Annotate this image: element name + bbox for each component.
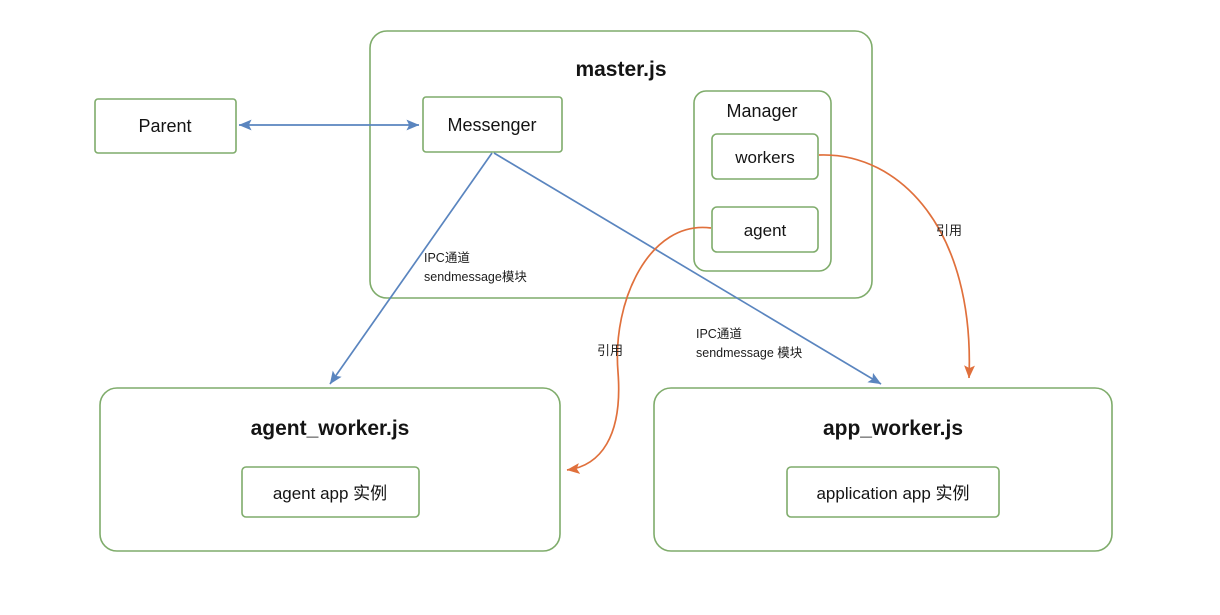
- messenger-box: [422, 96, 563, 153]
- agent-label: agent: [744, 221, 787, 240]
- edge-label-ipc2-line2: sendmessage 模块: [696, 346, 803, 360]
- node-parent[interactable]: Parent: [94, 98, 237, 154]
- agent-box: [711, 206, 819, 253]
- edge-agent-agent-worker: [566, 226, 712, 474]
- master-js-title: master.js: [575, 58, 666, 81]
- edge-label-messenger-app-worker: IPC通道 sendmessage 模块: [696, 327, 803, 360]
- parent-label: Parent: [138, 116, 191, 136]
- workers-label: workers: [734, 148, 795, 167]
- agent-app-instance-box: [241, 466, 420, 518]
- agent-worker-title: agent_worker.js: [251, 417, 410, 440]
- node-messenger[interactable]: Messenger: [422, 96, 563, 153]
- edge-label-workers-reference: 引用: [936, 223, 962, 238]
- edge-messenger-app-worker: [493, 152, 882, 385]
- application-app-instance-box: [786, 466, 1000, 518]
- app-worker-title: app_worker.js: [823, 417, 963, 440]
- node-agent[interactable]: agent: [711, 206, 819, 253]
- manager-label: Manager: [726, 101, 797, 121]
- edge-label-ipc-line2: sendmessage模块: [424, 270, 527, 284]
- edge-label-ipc2-line1: IPC通道: [696, 327, 742, 341]
- node-app-worker-js[interactable]: app_worker.js application app 实例: [653, 387, 1113, 552]
- edge-label-messenger-agent-worker: IPC通道 sendmessage模块: [424, 251, 527, 284]
- edge-messenger-agent-worker: [329, 152, 493, 385]
- edge-workers-app-worker: [818, 154, 975, 379]
- messenger-label: Messenger: [447, 115, 536, 135]
- edge-label-ipc-line1: IPC通道: [424, 251, 470, 265]
- workers-box: [711, 133, 819, 180]
- node-agent-app-instance[interactable]: agent app 实例: [241, 466, 420, 518]
- node-workers[interactable]: workers: [711, 133, 819, 180]
- parent-box: [94, 98, 237, 154]
- node-manager[interactable]: Manager workers agent: [693, 90, 832, 272]
- edge-label-agent-reference: 引用: [597, 343, 623, 358]
- node-application-app-instance[interactable]: application app 实例: [786, 466, 1000, 518]
- agent-app-instance-label: agent app 实例: [273, 484, 387, 503]
- application-app-instance-label: application app 实例: [816, 484, 969, 503]
- node-agent-worker-js[interactable]: agent_worker.js agent app 实例: [99, 387, 561, 552]
